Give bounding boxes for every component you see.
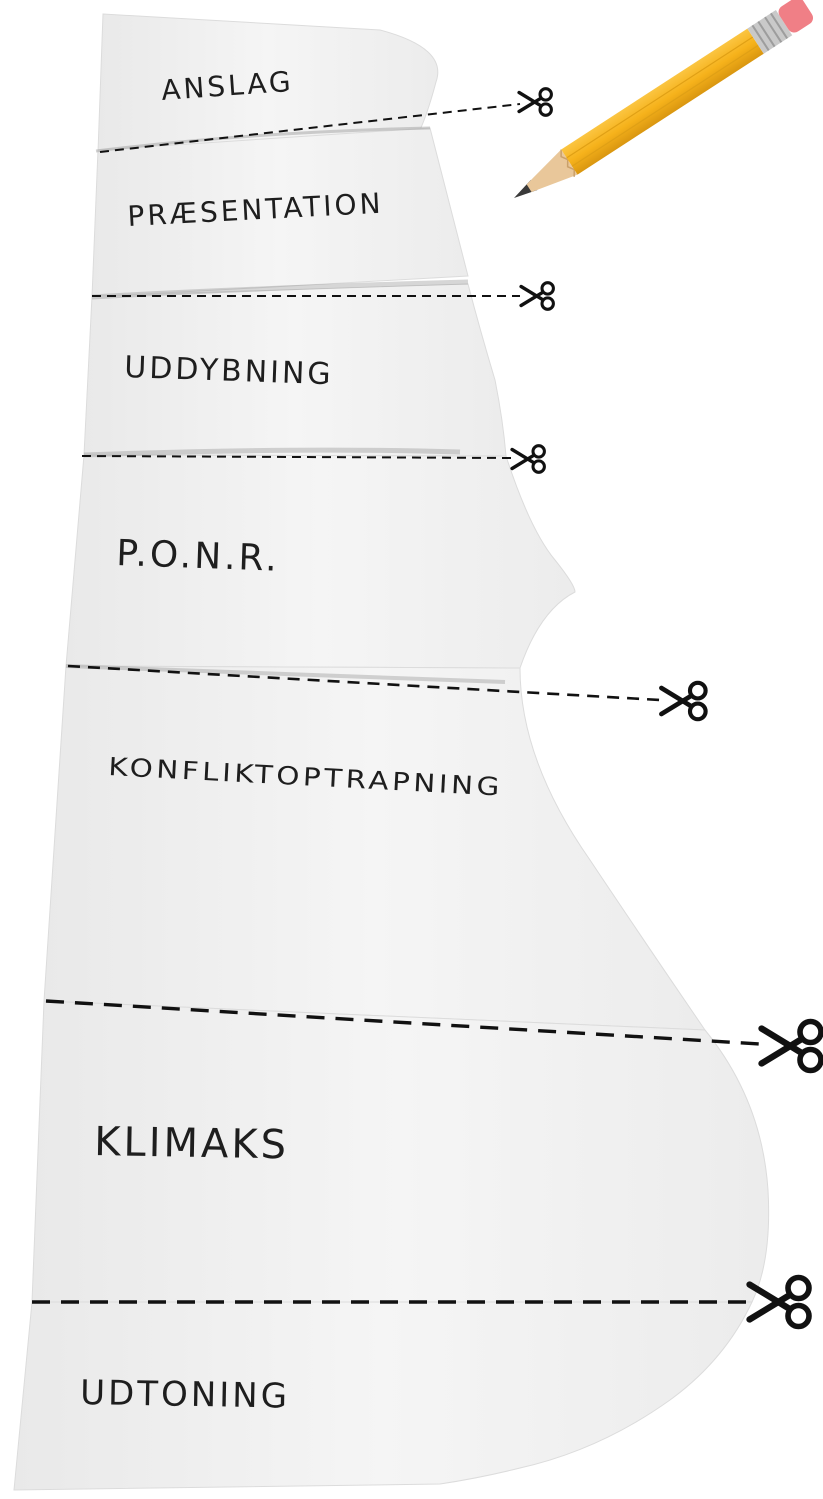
- scissors-icon: [661, 683, 705, 719]
- paper-sheet: [13, 13, 770, 1491]
- scissors-icon: [519, 280, 556, 312]
- scissors-icon: [510, 443, 547, 475]
- section-label-ponr: P.O.N.R.: [116, 533, 281, 580]
- cut-line-5: [45, 999, 761, 1046]
- paper-tab-uddybning: [83, 283, 507, 457]
- cut-lines: [32, 103, 761, 1304]
- paper-tab-praesentation: [91, 127, 469, 298]
- scissors-icon: [517, 86, 554, 118]
- cut-line-1: [99, 103, 521, 153]
- paper-tab-konfliktoptrapning: [43, 665, 706, 1031]
- cut-line-3: [81, 455, 513, 459]
- scissors-icon: [762, 1022, 822, 1071]
- paper-tab-ponr: [65, 454, 576, 669]
- section-label-uddybning: UDDYBNING: [124, 350, 335, 392]
- paper-tab-anslag: [97, 13, 439, 153]
- section-label-klimaks: KLIMAKS: [94, 1119, 290, 1168]
- paper-tab-klimaks: [31, 1000, 770, 1303]
- section-label-udtoning: UDTONING: [80, 1373, 291, 1417]
- pencil-icon: [514, 0, 814, 198]
- paper-tab-udtoning: [13, 1301, 753, 1491]
